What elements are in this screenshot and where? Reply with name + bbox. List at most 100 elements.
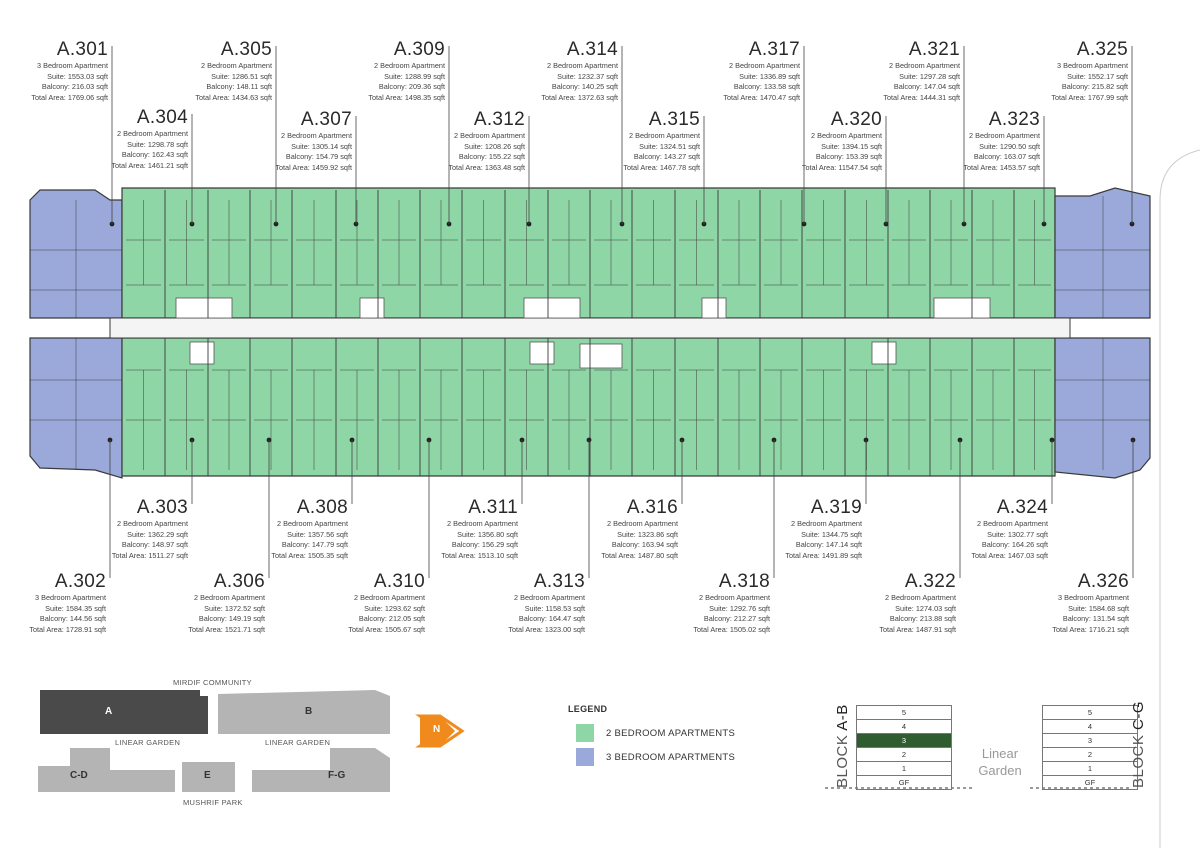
unit-balcony: Balcony: 163.94 sqft bbox=[611, 540, 678, 550]
block-label-right-prefix: BLOCK bbox=[1130, 729, 1147, 788]
unit-total: Total Area: 1453.57 sqft bbox=[963, 162, 1040, 172]
unit-total: Total Area: 1521.71 sqft bbox=[188, 624, 265, 634]
unit-type: 2 Bedroom Apartment bbox=[885, 593, 956, 602]
unit-id-label: A.317 bbox=[748, 39, 800, 60]
site-block-cd bbox=[38, 748, 175, 792]
unit-type: 2 Bedroom Apartment bbox=[374, 61, 445, 70]
block-label-left-prefix: BLOCK bbox=[834, 730, 851, 788]
unit-type: 3 Bedroom Apartment bbox=[37, 61, 108, 70]
unit-id-label: A.319 bbox=[810, 497, 862, 518]
unit-id-label: A.301 bbox=[56, 39, 108, 60]
unit-suite: Suite: 1274.03 sqft bbox=[895, 603, 956, 613]
site-bottom-road: MUSHRIF PARK bbox=[183, 798, 243, 807]
unit-balcony: Balcony: 143.27 sqft bbox=[633, 152, 700, 162]
unit-type: 2 Bedroom Apartment bbox=[889, 61, 960, 70]
unit-suite: Suite: 1290.50 sqft bbox=[979, 141, 1040, 151]
unit-balcony: Balcony: 155.22 sqft bbox=[458, 152, 525, 162]
unit-id-label: A.304 bbox=[136, 107, 188, 128]
unit-id-label: A.314 bbox=[566, 39, 618, 60]
unit-balcony: Balcony: 162.43 sqft bbox=[121, 150, 188, 160]
block-label-left: BLOCK A-B bbox=[834, 704, 851, 788]
unit-total: Total Area: 1487.91 sqft bbox=[879, 624, 956, 634]
block-label-right-name: C-G bbox=[1130, 700, 1147, 730]
unit-balcony: Balcony: 147.04 sqft bbox=[893, 82, 960, 92]
unit-suite: Suite: 1323.86 sqft bbox=[617, 529, 678, 539]
unit-total: Total Area: 1467.78 sqft bbox=[623, 162, 700, 172]
unit-id-label: A.307 bbox=[300, 109, 352, 130]
unit-total: Total Area: 1323.00 sqft bbox=[508, 624, 585, 634]
legend-three-bed-label: 3 BEDROOM APARTMENTS bbox=[606, 751, 736, 763]
unit-suite: Suite: 1158.53 sqft bbox=[524, 603, 585, 613]
unit-balcony: Balcony: 164.47 sqft bbox=[518, 614, 585, 624]
unit-id-label: A.326 bbox=[1077, 571, 1129, 592]
unit-total: Total Area: 1513.10 sqft bbox=[441, 550, 518, 560]
unit-balcony: Balcony: 147.79 sqft bbox=[281, 540, 348, 550]
unit-type: 2 Bedroom Apartment bbox=[791, 519, 862, 528]
unit-balcony: Balcony: 147.14 sqft bbox=[795, 540, 862, 550]
unit-id-label: A.313 bbox=[533, 571, 585, 592]
unit-type: 2 Bedroom Apartment bbox=[281, 131, 352, 140]
unit-balcony: Balcony: 154.79 sqft bbox=[285, 152, 352, 162]
unit-suite: Suite: 1372.52 sqft bbox=[204, 603, 265, 613]
floor-level-5: 5 bbox=[1042, 705, 1138, 720]
site-label-a: A bbox=[105, 706, 113, 717]
unit-type: 2 Bedroom Apartment bbox=[969, 131, 1040, 140]
unit-type: 2 Bedroom Apartment bbox=[117, 129, 188, 138]
unit-total: Total Area: 1363.48 sqft bbox=[448, 162, 525, 172]
unit-type: 3 Bedroom Apartment bbox=[1057, 61, 1128, 70]
unit-balcony: Balcony: 163.07 sqft bbox=[973, 152, 1040, 162]
unit-id-label: A.315 bbox=[648, 109, 700, 130]
unit-total: Total Area: 1728.91 sqft bbox=[29, 624, 106, 634]
unit-suite: Suite: 1336.89 sqft bbox=[739, 71, 800, 81]
unit-type: 2 Bedroom Apartment bbox=[977, 519, 1048, 528]
floor-level-1: 1 bbox=[856, 762, 952, 776]
unit-id-label: A.320 bbox=[830, 109, 882, 130]
unit-total: Total Area: 1470.47 sqft bbox=[723, 92, 800, 102]
floor-level-gf: GF bbox=[1042, 776, 1138, 790]
unit-suite: Suite: 1584.68 sqft bbox=[1068, 603, 1129, 613]
unit-suite: Suite: 1298.78 sqft bbox=[127, 139, 188, 149]
unit-id-label: A.311 bbox=[468, 497, 518, 518]
unit-balcony: Balcony: 149.19 sqft bbox=[198, 614, 265, 624]
unit-total: Total Area: 1767.99 sqft bbox=[1051, 92, 1128, 102]
floor-level-3: 3 bbox=[1042, 734, 1138, 748]
unit-total: Total Area: 1487.80 sqft bbox=[601, 550, 678, 560]
unit-id-label: A.323 bbox=[988, 109, 1040, 130]
unit-total: Total Area: 1461.21 sqft bbox=[111, 160, 188, 170]
unit-suite: Suite: 1344.75 sqft bbox=[801, 529, 862, 539]
site-label-fg: F-G bbox=[328, 770, 346, 781]
unit-balcony: Balcony: 153.39 sqft bbox=[815, 152, 882, 162]
unit-balcony: Balcony: 212.05 sqft bbox=[358, 614, 425, 624]
floor-level-1: 1 bbox=[1042, 762, 1138, 776]
unit-suite: Suite: 1553.03 sqft bbox=[47, 71, 108, 81]
unit-suite: Suite: 1584.35 sqft bbox=[45, 603, 106, 613]
unit-balcony: Balcony: 156.29 sqft bbox=[451, 540, 518, 550]
floor-level-5: 5 bbox=[856, 705, 952, 720]
site-garden-left: LINEAR GARDEN bbox=[115, 738, 181, 747]
unit-total: Total Area: 1505.67 sqft bbox=[348, 624, 425, 634]
unit-total: Total Area: 1467.03 sqft bbox=[971, 550, 1048, 560]
unit-suite: Suite: 1292.76 sqft bbox=[709, 603, 770, 613]
legend-three-bed: 3 BEDROOM APARTMENTS bbox=[576, 748, 735, 766]
north-label: N bbox=[433, 724, 441, 735]
floor-level-4: 4 bbox=[1042, 720, 1138, 734]
unit-type: 3 Bedroom Apartment bbox=[1058, 593, 1129, 602]
site-block-fg bbox=[252, 748, 390, 792]
unit-suite: Suite: 1552.17 sqft bbox=[1067, 71, 1128, 81]
unit-suite: Suite: 1286.51 sqft bbox=[211, 71, 272, 81]
unit-type: 2 Bedroom Apartment bbox=[514, 593, 585, 602]
site-plan bbox=[38, 690, 390, 792]
